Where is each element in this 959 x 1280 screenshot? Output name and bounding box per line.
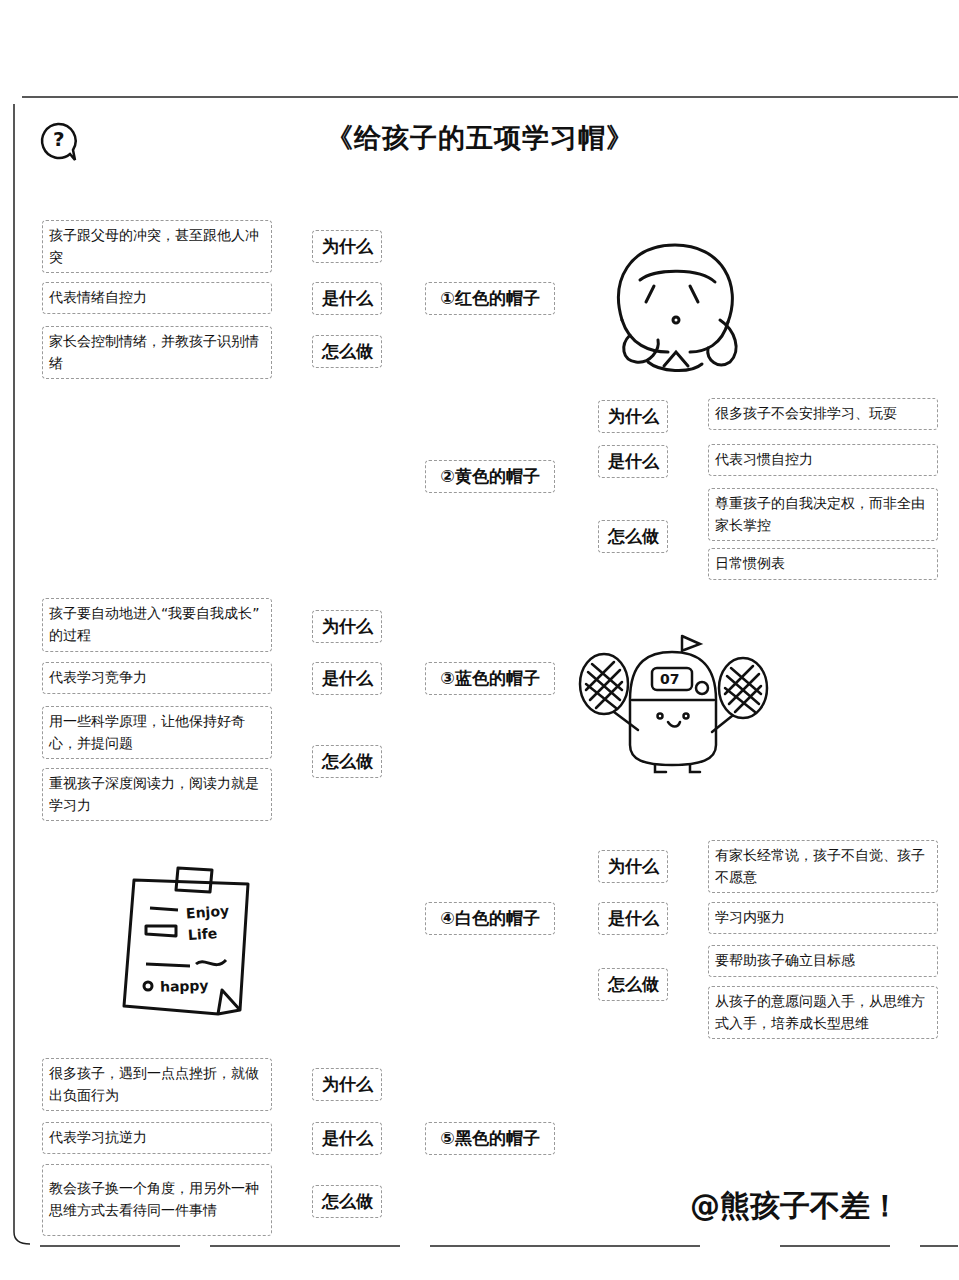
question-box: 怎么做 [598, 520, 668, 553]
girl-figure [619, 245, 737, 371]
node-text: 怎么做 [608, 525, 659, 548]
node-text: 代表学习竞争力 [49, 667, 147, 689]
node-text: 代表学习抗逆力 [49, 1127, 147, 1149]
node-text: 日常惯例表 [715, 553, 785, 575]
node-text: 代表情绪自控力 [49, 287, 147, 309]
node-text: 怎么做 [322, 750, 373, 773]
node-text: 为什么 [608, 405, 659, 428]
text-box: 要帮助孩子确立目标感 [708, 945, 938, 977]
node-text: ④白色的帽子 [440, 907, 539, 930]
hat-box: ④白色的帽子 [425, 902, 555, 935]
node-text: 怎么做 [322, 340, 373, 363]
node-text: 为什么 [322, 615, 373, 638]
node-text: 为什么 [322, 1073, 373, 1096]
node-text: 是什么 [608, 907, 659, 930]
question-box: 怎么做 [312, 1185, 382, 1218]
question-box: 是什么 [312, 1122, 382, 1155]
text-box: 代表学习抗逆力 [42, 1122, 272, 1154]
text-box: 学习内驱力 [708, 902, 938, 934]
node-text: 要帮助孩子确立目标感 [715, 950, 855, 972]
text-box: 用一些科学原理，让他保持好奇心，并提问题 [42, 706, 272, 759]
question-box: 为什么 [312, 1068, 382, 1101]
question-box: 怎么做 [312, 335, 382, 368]
node-text: 很多孩子不会安排学习、玩耍 [715, 403, 897, 425]
hat-box: ①红色的帽子 [425, 282, 555, 315]
hat-box: ②黄色的帽子 [425, 460, 555, 493]
watermark: @熊孩子不差！ [690, 1188, 900, 1224]
node-text: 尊重孩子的自我决定权，而非全由家长掌控 [715, 493, 931, 536]
node-text: 家长会控制情绪，并教孩子识别情绪 [49, 331, 265, 374]
node-text: 从孩子的意愿问题入手，从思维方式入手，培养成长型思维 [715, 991, 931, 1034]
text-box: 代表习惯自控力 [708, 444, 938, 476]
node-text: 是什么 [322, 1127, 373, 1150]
text-box: 有家长经常说，孩子不自觉、孩子不愿意 [708, 840, 938, 893]
text-box: 从孩子的意愿问题入手，从思维方式入手，培养成长型思维 [708, 986, 938, 1039]
page-frame [14, 97, 958, 1246]
node-text: ①红色的帽子 [440, 287, 539, 310]
node-text: 有家长经常说，孩子不自觉、孩子不愿意 [715, 845, 931, 888]
question-box: 为什么 [598, 400, 668, 433]
text-box: 教会孩子换一个角度，用另外一种思维方式去看待同一件事情 [42, 1164, 272, 1236]
node-text: 为什么 [608, 855, 659, 878]
question-box: 是什么 [312, 662, 382, 695]
diagram-title: 《给孩子的五项学习帽》 [0, 120, 959, 156]
text-box: 很多孩子，遇到一点点挫折，就做出负面行为 [42, 1058, 272, 1111]
question-box: 怎么做 [312, 745, 382, 778]
text-box: 代表学习竞争力 [42, 662, 272, 694]
node-text: ⑤黑色的帽子 [440, 1127, 539, 1150]
text-box: 重视孩子深度阅读力，阅读力就是学习力 [42, 768, 272, 821]
text-box: 家长会控制情绪，并教孩子识别情绪 [42, 326, 272, 379]
text-box: 日常惯例表 [708, 548, 938, 580]
node-text: 怎么做 [608, 973, 659, 996]
note-text: happy [160, 977, 209, 995]
question-box: 是什么 [598, 445, 668, 478]
node-text: 为什么 [322, 235, 373, 258]
node-text: 用一些科学原理，让他保持好奇心，并提问题 [49, 711, 265, 754]
question-box: 怎么做 [598, 968, 668, 1001]
node-text: 孩子跟父母的冲突，甚至跟他人冲突 [49, 225, 265, 268]
node-text: 是什么 [608, 450, 659, 473]
question-box: 是什么 [312, 282, 382, 315]
node-text: ③蓝色的帽子 [440, 667, 539, 690]
node-text: 怎么做 [322, 1190, 373, 1213]
icon-mark: ? [53, 127, 65, 151]
text-box: 很多孩子不会安排学习、玩耍 [708, 398, 938, 430]
node-text: 教会孩子换一个角度，用另外一种思维方式去看待同一件事情 [49, 1178, 265, 1221]
node-text: 很多孩子，遇到一点点挫折，就做出负面行为 [49, 1063, 265, 1106]
node-text: 是什么 [322, 287, 373, 310]
node-text: 代表习惯自控力 [715, 449, 813, 471]
question-box: 为什么 [598, 850, 668, 883]
mascot-number: 07 [660, 671, 679, 688]
question-box: 是什么 [598, 902, 668, 935]
text-box: 孩子跟父母的冲突，甚至跟他人冲突 [42, 220, 272, 273]
hat-box: ③蓝色的帽子 [425, 662, 555, 695]
text-box: 孩子要自动地进入“我要自我成长”的过程 [42, 598, 272, 652]
node-text: 重视孩子深度阅读力，阅读力就是学习力 [49, 773, 265, 816]
question-box: 为什么 [312, 610, 382, 643]
question-icon [42, 124, 75, 160]
hat-box: ⑤黑色的帽子 [425, 1122, 555, 1155]
node-text: ②黄色的帽子 [440, 465, 539, 488]
node-text: 学习内驱力 [715, 907, 785, 929]
question-box: 为什么 [312, 230, 382, 263]
mascot-figure [580, 636, 767, 772]
node-text: 孩子要自动地进入“我要自我成长”的过程 [49, 603, 265, 646]
note-text: Life [187, 925, 217, 944]
node-text: 是什么 [322, 667, 373, 690]
text-box: 代表情绪自控力 [42, 282, 272, 314]
note-text: Enjoy [185, 903, 229, 923]
text-box: 尊重孩子的自我决定权，而非全由家长掌控 [708, 488, 938, 541]
note-paper [124, 868, 248, 1014]
